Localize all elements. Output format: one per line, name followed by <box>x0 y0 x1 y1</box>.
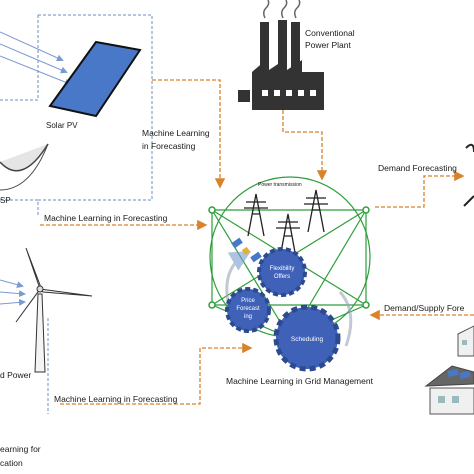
csp-dish-icon <box>0 143 49 191</box>
price-forecasting-label-2: Forecast <box>236 306 260 312</box>
csp-label: SP <box>0 196 11 205</box>
ml-forecasting-wind: Machine Learning in Forecasting <box>54 394 178 404</box>
solar-panel-icon <box>48 40 142 118</box>
flexibility-offers-label-1: Flexibility <box>270 266 295 272</box>
ml-grid-management-label: Machine Learning in Grid Management <box>226 376 374 386</box>
wind-turbine-icon <box>15 247 93 373</box>
forecast-arrows <box>40 79 474 405</box>
sun-rays <box>0 31 72 86</box>
ml-forecasting-solar-1: Machine Learning <box>142 128 210 138</box>
satellite-icon <box>231 237 262 263</box>
wind-bottom-label-1: earning for <box>0 444 41 454</box>
flexibility-offers-label-2: Offers <box>274 274 290 280</box>
demand-supply-forecasting-label: Demand/Supply Fore <box>384 303 465 313</box>
price-forecasting-label-1: Price <box>241 298 255 304</box>
power-transmission-label: Power transmission <box>258 182 302 188</box>
transmission-tower-icon <box>244 189 328 259</box>
power-plant-icon <box>238 0 324 110</box>
gear-rotation-arrows <box>225 250 353 347</box>
wind-rays <box>0 279 26 306</box>
solar-pv-label: Solar PV <box>46 121 78 130</box>
demand-forecasting-label: Demand Forecasting <box>378 163 457 173</box>
scheduling-gear <box>273 304 341 372</box>
solar-region-box <box>0 14 153 215</box>
flexibility-offers-gear <box>257 247 307 297</box>
price-forecasting-gear <box>225 287 271 333</box>
ml-forecasting-solar-2: in Forecasting <box>142 141 196 151</box>
ml-forecasting-csp: Machine Learning in Forecasting <box>44 213 168 223</box>
wind-power-label: d Power <box>0 370 31 380</box>
plant-label-1: Conventional <box>305 28 355 38</box>
scheduling-label: Scheduling <box>291 336 324 343</box>
price-forecasting-label-3: ing <box>244 314 252 320</box>
house-with-solar-icon <box>424 365 474 415</box>
plant-label-2: Power Plant <box>305 40 351 50</box>
demand-consumer-icon <box>463 143 474 207</box>
house-icon <box>457 325 474 357</box>
wind-bottom-label-2: cation <box>0 458 23 468</box>
